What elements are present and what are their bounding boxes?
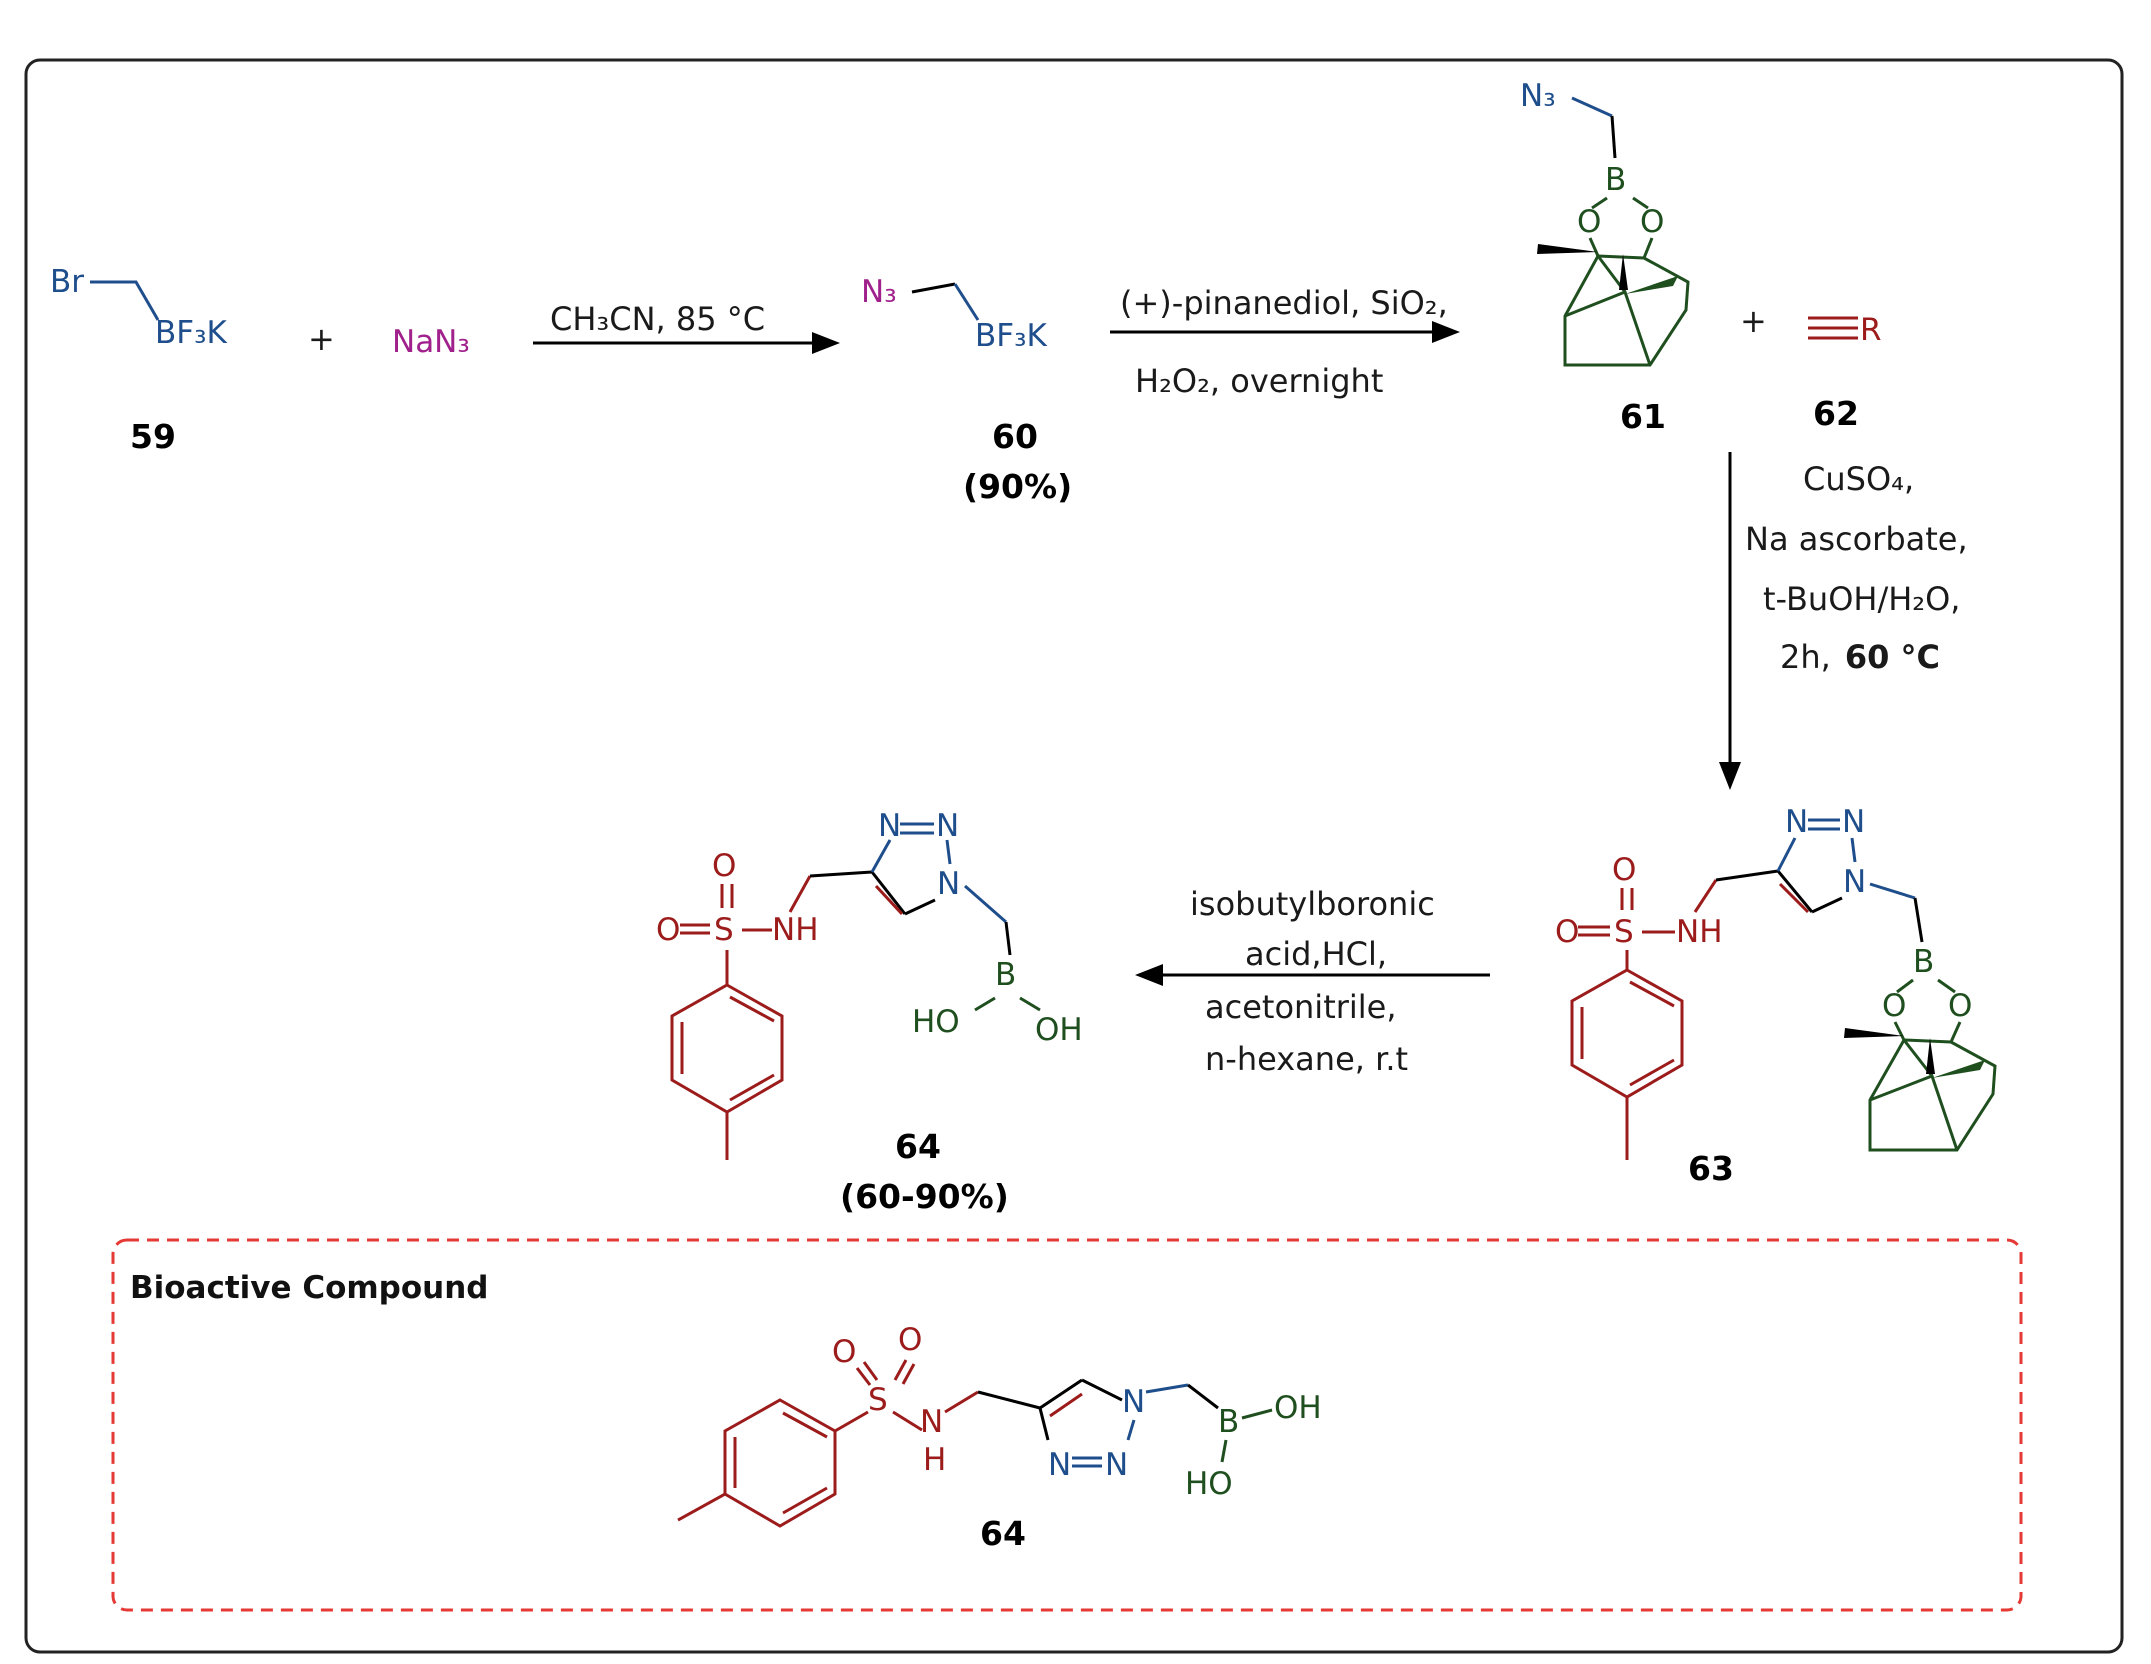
compound-label-64-top: 64 [895, 1127, 941, 1166]
condition-step3-line3: t-BuOH/H₂O, [1763, 580, 1960, 618]
atom-o-64c: O [832, 1334, 856, 1370]
atom-s-64b: S [868, 1382, 888, 1418]
condition-step3-line2: Na ascorbate, [1745, 520, 1968, 558]
atom-o-63b: O [1555, 914, 1579, 950]
atom-n3-64b: N [1048, 1447, 1071, 1483]
atom-o-64a: O [712, 848, 736, 884]
atom-n2-64a: N [936, 808, 959, 844]
atom-o-63d: O [1948, 988, 1972, 1024]
atom-n1-64b: N [1122, 1384, 1145, 1420]
condition-step4-line3: acetonitrile, [1205, 988, 1397, 1026]
atom-r: R [1860, 312, 1882, 348]
atom-oh-64a: OH [1035, 1012, 1083, 1048]
atom-nh-63: NH [1676, 914, 1723, 950]
compound-64-box: S O O N H N N N B OH HO 64 [677, 1322, 1322, 1553]
bioactive-box [111, 1238, 2023, 1612]
atom-n-64b: N [920, 1404, 943, 1440]
atom-n3: N₃ [861, 274, 897, 310]
condition-step4-line4: n-hexane, r.t [1205, 1040, 1408, 1078]
reagent-nan3: NaN₃ [392, 324, 470, 360]
yield-60: (90%) [963, 467, 1072, 506]
condition-step2-line2: H₂O₂, overnight [1135, 362, 1383, 400]
arrow-step3 [1719, 452, 1741, 790]
compound-63: S O O NH N N N B O O 63 [1555, 804, 1997, 1188]
plus-sign-1: + [308, 320, 335, 358]
compound-64-top: S O O NH N N N B HO OH 64 (60-90%) [656, 808, 1083, 1216]
atom-o-64d: O [898, 1322, 922, 1358]
atom-s-63: S [1614, 914, 1634, 950]
arrow-step2 [1110, 321, 1460, 343]
atom-b-63: B [1913, 944, 1934, 980]
atom-ho-64b: HO [1185, 1466, 1233, 1502]
condition-step2-line1: (+)-pinanediol, SiO₂, [1120, 284, 1448, 322]
atom-nh-64a: NH [772, 912, 819, 948]
compound-label-64-box: 64 [980, 1514, 1026, 1553]
outer-frame [24, 58, 2124, 1654]
atom-bf3k: BF₃K [155, 315, 228, 351]
condition-step4-line1: isobutylboronic [1190, 885, 1435, 923]
atom-n3-64a: N [878, 808, 901, 844]
compound-label-62: 62 [1813, 394, 1859, 433]
atom-n1-64a: N [937, 866, 960, 902]
atom-o-63c: O [1882, 988, 1906, 1024]
atom-b-64a: B [995, 957, 1016, 993]
condition-step3-line4: 2h,60 °C [1780, 638, 1940, 676]
atom-b-61: B [1605, 162, 1626, 198]
condition-step3-line1: CuSO₄, [1803, 460, 1914, 498]
compound-label-60: 60 [992, 417, 1038, 456]
atom-b-64b: B [1218, 1404, 1239, 1440]
compound-label-59: 59 [130, 417, 176, 456]
atom-n3-63: N [1785, 804, 1808, 840]
compound-62: R 62 [1808, 312, 1882, 433]
condition-step4-line2: acid,HCl, [1245, 935, 1387, 973]
atom-o-64b: O [656, 912, 680, 948]
arrow-step4 [1135, 964, 1490, 986]
compound-61: N₃ B O O 61 [1520, 78, 1690, 436]
compound-60: N₃ BF₃K 60 (90%) [861, 274, 1072, 506]
compound-label-61: 61 [1620, 397, 1666, 436]
atom-n1-63: N [1843, 864, 1866, 900]
atom-o-61b: O [1640, 204, 1664, 240]
bioactive-box-title: Bioactive Compound [130, 1270, 488, 1306]
atom-oh-64b: OH [1274, 1390, 1322, 1426]
compound-59: Br BF₃K 59 [50, 264, 228, 456]
atom-bf3k-60: BF₃K [975, 318, 1048, 354]
atom-n3-61: N₃ [1520, 78, 1556, 114]
atom-s-64a: S [714, 912, 734, 948]
yield-64: (60-90%) [840, 1177, 1009, 1216]
atom-o-63a: O [1612, 852, 1636, 888]
atom-ho-64a: HO [912, 1004, 960, 1040]
condition-step1: CH₃CN, 85 °C [550, 300, 765, 338]
compound-label-63: 63 [1688, 1149, 1734, 1188]
plus-sign-2: + [1740, 302, 1767, 340]
atom-n2-64b: N [1105, 1447, 1128, 1483]
atom-o-61a: O [1577, 204, 1601, 240]
atom-h-64b: H [923, 1442, 946, 1478]
atom-br: Br [50, 264, 84, 300]
atom-n2-63: N [1842, 804, 1865, 840]
arrow-step1 [533, 332, 840, 354]
